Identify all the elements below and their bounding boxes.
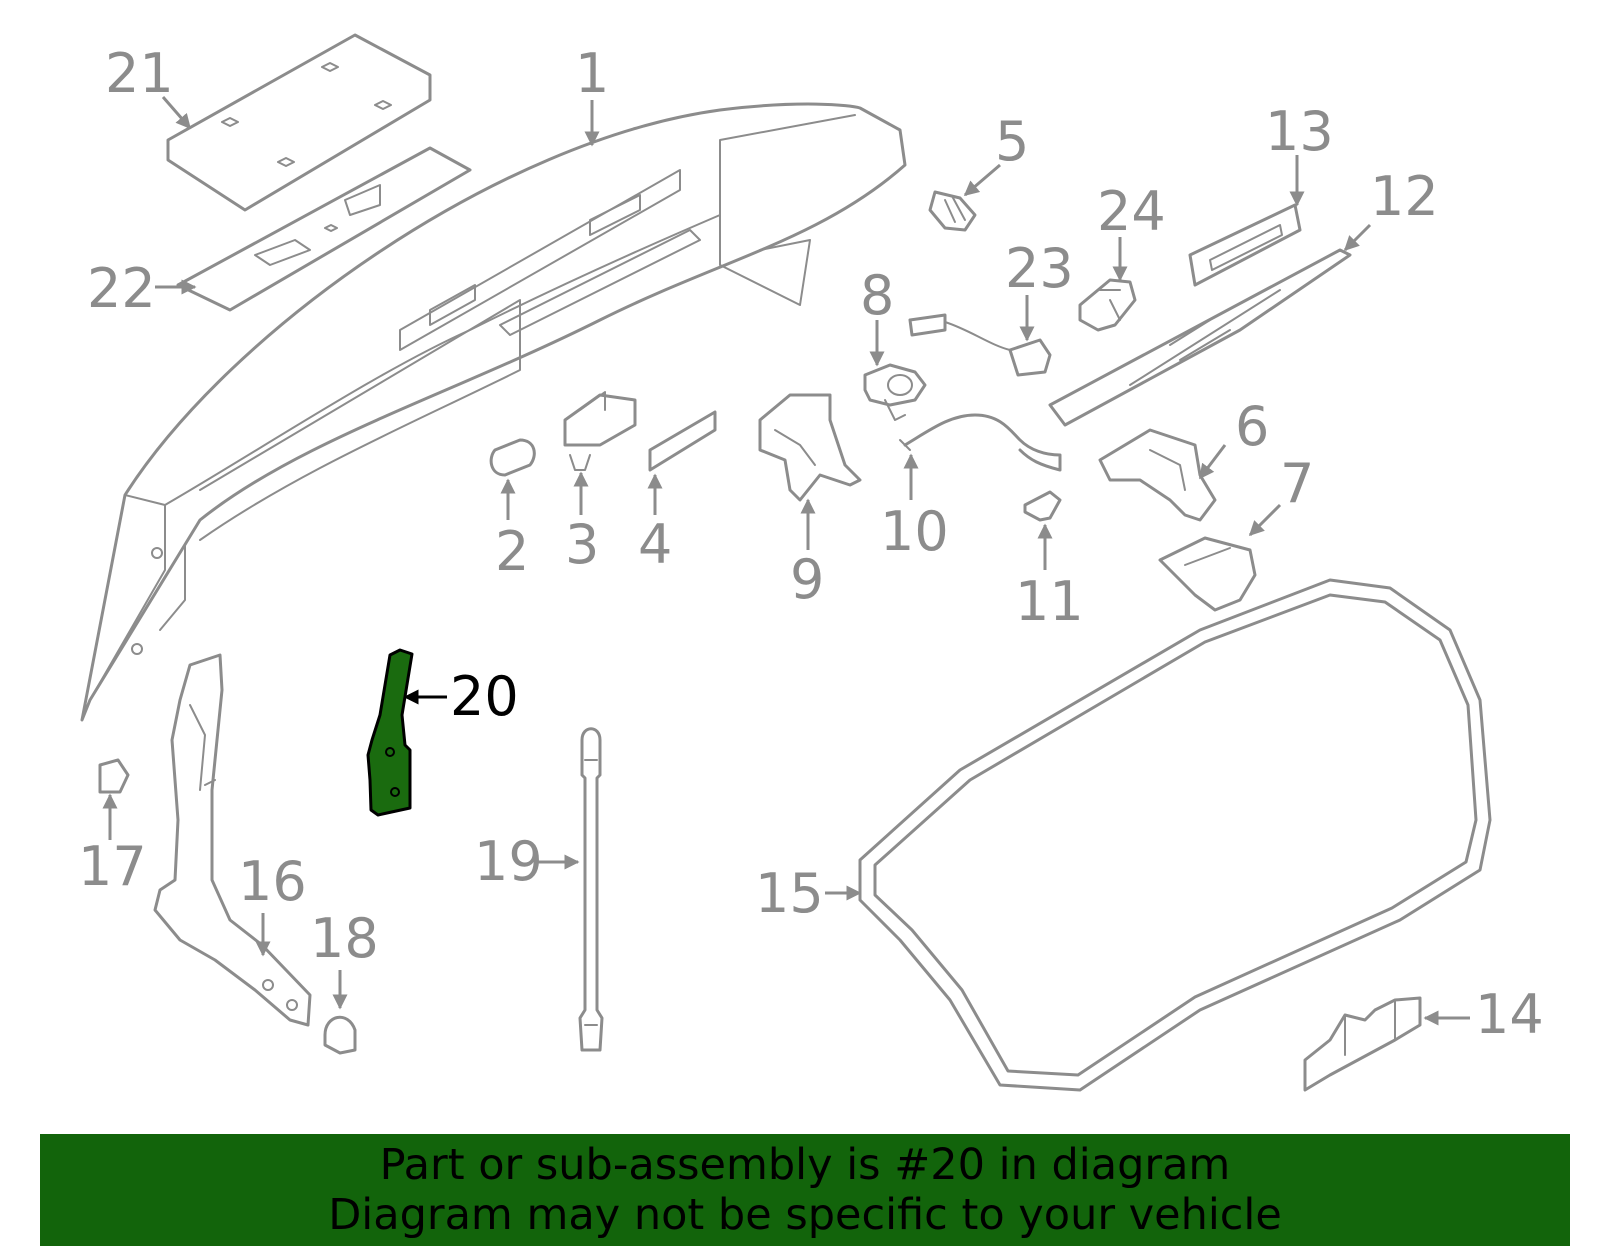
bracket-part-20-highlighted	[366, 648, 414, 817]
latch-part-6	[1098, 428, 1217, 522]
callout-20: 20	[450, 665, 519, 728]
actuator-part-8	[863, 363, 927, 421]
striker-part-14	[1303, 996, 1422, 1092]
callout-15: 15	[755, 862, 824, 925]
panel-part-12	[1048, 248, 1352, 427]
bumper-part-17	[98, 758, 130, 794]
callout-13: 13	[1265, 100, 1334, 163]
callout-12: 12	[1370, 165, 1439, 228]
clip-part-11	[1023, 490, 1062, 522]
callout-1: 1	[575, 42, 609, 105]
leader-lines	[102, 96, 1470, 1026]
callout-3: 3	[565, 513, 599, 576]
callout-9: 9	[790, 548, 824, 611]
hinge-part-16	[153, 653, 312, 1027]
callout-4: 4	[638, 513, 672, 576]
callout-labels: 1 2 3 4 5 6 7 8 9 10 11 12 13 14 15 16 1…	[78, 42, 1544, 1046]
pad-part-4	[648, 410, 717, 472]
callout-23: 23	[1005, 237, 1074, 300]
garnish-part-13	[1188, 203, 1302, 287]
callout-2: 2	[495, 520, 529, 583]
callout-22: 22	[87, 257, 156, 320]
callout-19: 19	[474, 830, 543, 893]
weatherstrip-part-15	[858, 578, 1492, 1092]
callout-11: 11	[1015, 570, 1084, 633]
hinge-bracket-part-24	[1078, 278, 1137, 332]
banner-line-2: Diagram may not be specific to your vehi…	[328, 1190, 1282, 1240]
callout-8: 8	[860, 264, 894, 327]
plug-part-2	[489, 438, 536, 477]
gas-strut-part-19	[578, 727, 604, 1052]
trunk-lid-part-1	[80, 102, 907, 722]
bracket-part-9	[758, 393, 862, 502]
callout-16: 16	[238, 850, 307, 913]
banner-line-1: Part or sub-assembly is #20 in diagram	[379, 1140, 1231, 1190]
info-banner: Part or sub-assembly is #20 in diagram D…	[40, 1134, 1570, 1246]
callout-17: 17	[78, 835, 147, 898]
switch-part-5	[928, 190, 977, 232]
liner-part-22	[176, 146, 472, 312]
callout-7: 7	[1280, 452, 1314, 515]
callout-24: 24	[1097, 180, 1166, 243]
handle-part-7	[1158, 536, 1257, 612]
bracket-part-3	[563, 391, 637, 471]
sound-pad-part-21	[166, 33, 432, 212]
cable-part-10	[899, 413, 1062, 472]
callout-18: 18	[310, 907, 379, 970]
callout-14: 14	[1475, 983, 1544, 1046]
cap-part-18	[323, 1015, 357, 1055]
callout-5: 5	[995, 110, 1029, 173]
callout-6: 6	[1235, 395, 1269, 458]
callout-10: 10	[880, 500, 949, 563]
harness-part-23	[908, 313, 1052, 377]
callout-21: 21	[105, 42, 174, 105]
